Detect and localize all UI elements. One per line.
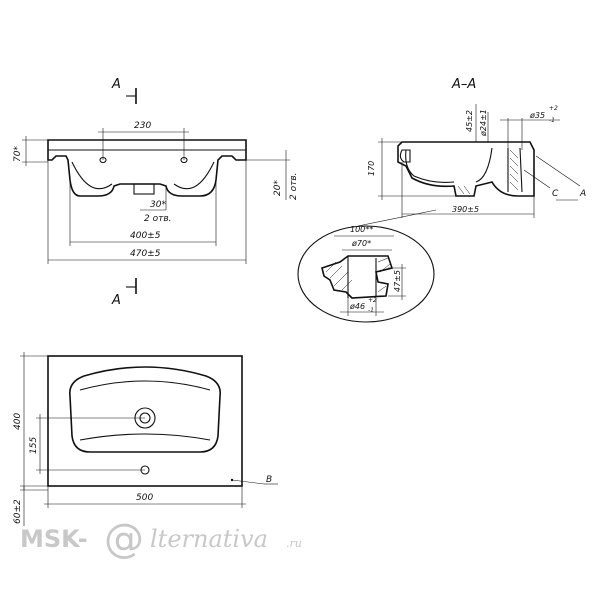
dim-d35: ø35 bbox=[529, 111, 545, 120]
plan-outline bbox=[47, 355, 243, 487]
dim-plan-width: 500 bbox=[136, 493, 153, 503]
section-letter-bottom: A bbox=[111, 293, 121, 308]
watermark-left: MSK- bbox=[20, 525, 88, 553]
label-a: A bbox=[579, 189, 586, 199]
section-title: А–А bbox=[451, 77, 476, 92]
front-view: A A 230 70* 30* 2 отв. bbox=[13, 77, 299, 308]
dim-100: 100** bbox=[350, 225, 373, 234]
dim-angle: 30* bbox=[150, 200, 166, 210]
plan-view: B 400 155 500 60±2 bbox=[13, 352, 278, 526]
dim-inner-width: 400±5 bbox=[130, 231, 161, 241]
detail-ellipse bbox=[297, 225, 435, 323]
label-c: C bbox=[552, 189, 559, 199]
dim-hole-offset: 155 bbox=[29, 437, 39, 454]
watermark-right: lternativa bbox=[150, 525, 268, 553]
watermark-at: @ bbox=[104, 516, 144, 562]
dim-d46: ø46 bbox=[349, 302, 365, 311]
dim-section-height: 170 bbox=[367, 161, 376, 176]
section-letter-top: A bbox=[111, 77, 121, 92]
dim-height-left: 70* bbox=[13, 146, 23, 162]
dim-d35-tol-lower: -1 bbox=[549, 117, 555, 124]
dim-section-depth: 390±5 bbox=[452, 205, 479, 214]
watermark: MSK- @ lternativa .ru bbox=[20, 516, 302, 562]
dim-angle-count: 2 отв. bbox=[144, 214, 172, 224]
section-view: А–А 45±2 ø24±1 ø35 +2 -1 bbox=[367, 77, 586, 218]
label-b: B bbox=[266, 475, 272, 485]
detail-leader bbox=[357, 209, 437, 227]
dim-45: 45±2 bbox=[465, 110, 474, 132]
dim-plan-depth: 400 bbox=[13, 413, 23, 430]
dim-d35-tol-upper: +2 bbox=[549, 105, 558, 112]
dim-d46-tol-upper: +2 bbox=[368, 297, 377, 304]
detail-view: 100** ø70* 47±5 ø46 +2 -1 bbox=[297, 209, 437, 323]
basin-front-outline bbox=[47, 139, 247, 197]
dim-total-width: 470±5 bbox=[130, 249, 161, 259]
section-outline bbox=[397, 141, 535, 197]
dim-d46-tol-lower: -1 bbox=[368, 307, 374, 314]
dim-right-count: 2 отв. bbox=[289, 172, 299, 200]
watermark-suffix: .ru bbox=[286, 537, 302, 550]
plan-bowl-outline bbox=[68, 366, 222, 453]
dim-d24: ø24±1 bbox=[479, 109, 488, 137]
dim-width-holes: 230 bbox=[134, 121, 151, 131]
dim-plan-thickness: 60±2 bbox=[13, 499, 23, 524]
dim-right-angle: 20* bbox=[273, 180, 283, 196]
dim-47: 47±5 bbox=[393, 270, 402, 292]
dim-d70: ø70* bbox=[351, 239, 371, 248]
